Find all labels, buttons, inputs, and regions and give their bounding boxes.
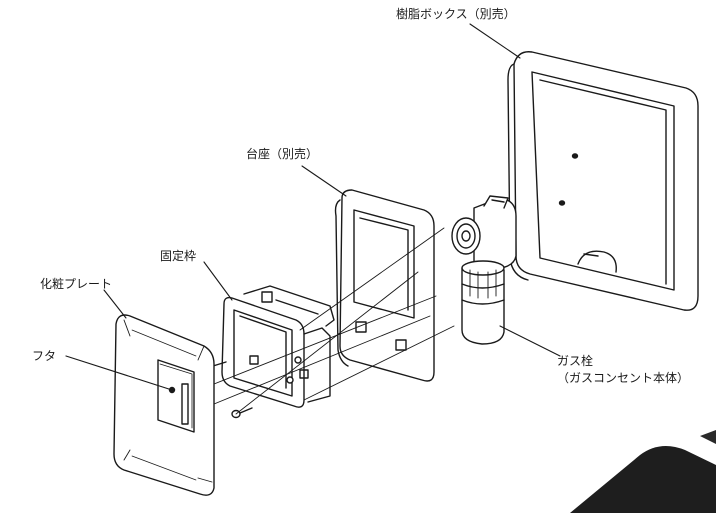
label-fixing-frame: 固定枠 <box>160 249 197 263</box>
projection-lines <box>213 227 455 415</box>
leader-lines <box>65 23 561 391</box>
fixing-frame <box>221 285 335 408</box>
resin-box <box>507 51 699 311</box>
leader-base <box>301 165 347 197</box>
label-gas-valve: ガス栓 <box>557 354 594 368</box>
decorative-plate <box>113 314 215 496</box>
label-base: 台座（別売） <box>246 147 319 161</box>
gas-valve-body <box>451 195 517 345</box>
label-gas-valve-sub: （ガスコンセント本体） <box>557 371 690 385</box>
base-plate <box>334 189 435 382</box>
label-lid: フタ <box>32 349 57 363</box>
label-resin-box: 樹脂ボックス（別売） <box>396 7 516 21</box>
leader-plate <box>103 289 127 319</box>
leader-fixing-frame <box>203 261 233 301</box>
label-decorative-plate: 化粧プレート <box>40 277 113 291</box>
leader-gas-valve <box>499 325 561 357</box>
leader-resin-box <box>469 23 521 59</box>
leader-lid <box>65 355 173 391</box>
corner-photo-fragment <box>570 430 716 513</box>
